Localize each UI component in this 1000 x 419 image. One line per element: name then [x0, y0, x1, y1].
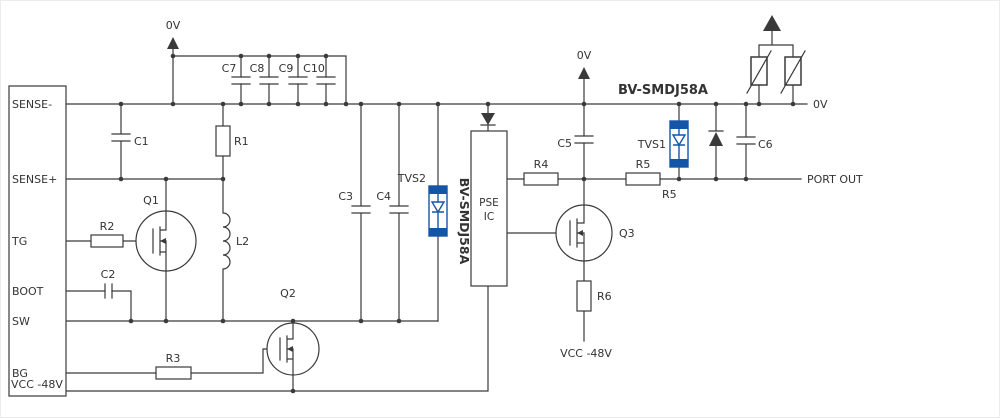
capacitor-c6: C6 [736, 103, 773, 180]
wire-vcc-rail [65, 285, 489, 392]
pin-vcc-48v: VCC -48V [11, 378, 63, 391]
label-part-tvs1: BV-SMDJ58A [618, 83, 708, 98]
capacitor-c2: C2 [101, 268, 116, 299]
mosfet-arrow-icon [287, 346, 293, 352]
pin-sw: SW [12, 315, 30, 328]
wire-top-rail [172, 55, 347, 105]
resistor-r2: R2 [90, 220, 124, 248]
label-0v-mid: 0V [577, 49, 592, 62]
label-pse-line1: PSE [479, 197, 499, 209]
label-tvs2: TVS2 [397, 172, 426, 185]
input-diode-icon [481, 113, 495, 125]
label-c5: C5 [557, 137, 572, 150]
label-c7: C7 [222, 62, 237, 75]
label-0v-topleft: 0V [166, 19, 181, 32]
pin-sense-plus: SENSE+ [12, 173, 57, 186]
label-r5-bottom: R5 [662, 188, 677, 201]
tvs-diode-tvs1: TVS1 BV-SMDJ58A [618, 83, 708, 180]
label-vcc-48v-mid: VCC -48V [560, 347, 612, 360]
cap-bank-c7-c10: C7 C8 C9 C10 [222, 55, 336, 105]
label-c3: C3 [338, 190, 353, 203]
pin-sense-minus: SENSE- [12, 98, 52, 111]
label-q1: Q1 [143, 194, 159, 207]
capacitor-c4: C4 [376, 103, 409, 322]
mosfet-q3: Q3 [555, 178, 635, 282]
ground-marker-mid: 0V [577, 49, 592, 105]
label-c8: C8 [250, 62, 265, 75]
diode-symbol-icon [709, 132, 723, 146]
tvs-diode-tvs2: TVS2 BV-SMDJ58A [397, 103, 472, 322]
mosfet-arrow-icon [160, 238, 166, 244]
label-r3: R3 [166, 352, 181, 365]
label-c10: C10 [303, 62, 325, 75]
label-c2: C2 [101, 268, 116, 281]
label-tvs1: TVS1 [637, 138, 666, 151]
capacitor-c3: C3 [338, 103, 371, 322]
label-c6: C6 [758, 138, 773, 151]
capacitor-c5: C5 [557, 103, 594, 180]
label-q2: Q2 [280, 287, 296, 300]
capacitor-c1: C1 [111, 103, 149, 180]
ground-marker-left: 0V [166, 19, 181, 49]
pin-bg: BG [12, 367, 28, 380]
junction-dots [118, 53, 796, 394]
pin-tg: TG [11, 235, 27, 248]
label-0v-right: 0V [813, 98, 828, 111]
resistor-r1: R1 [215, 103, 249, 180]
inductor-l2: L2 [222, 178, 249, 322]
label-part-tvs2: BV-SMDJ58A [457, 178, 472, 265]
label-r4: R4 [534, 158, 549, 171]
label-c1: C1 [134, 135, 149, 148]
label-l2: L2 [236, 235, 249, 248]
mosfet-q1: Q1 [135, 178, 197, 322]
label-r5-top: R5 [636, 158, 651, 171]
pin-boot: BOOT [12, 285, 44, 298]
zero-volt-arrow-icon [167, 37, 179, 49]
zero-volt-arrow-icon [578, 67, 590, 79]
label-r6: R6 [597, 290, 612, 303]
protection-diode [708, 103, 724, 180]
surge-protectors [746, 15, 806, 105]
label-r2: R2 [100, 220, 115, 233]
label-pse-line2: IC [484, 211, 494, 223]
earth-arrow-icon [763, 15, 781, 31]
resistor-r5: R5 R5 [625, 158, 677, 201]
resistor-r6: R6 VCC -48V [560, 280, 612, 360]
label-port-out: PORT OUT [807, 173, 863, 186]
label-c9: C9 [279, 62, 294, 75]
pse-ic: PSE IC [470, 103, 508, 287]
controller-ic-box: SENSE- SENSE+ TG BOOT SW BG VCC -48V [8, 85, 67, 397]
label-c4: C4 [376, 190, 391, 203]
mosfet-q2: Q2 [266, 287, 320, 392]
resistor-r3: R3 [155, 352, 192, 380]
net-labels: 0V PORT OUT [807, 98, 863, 186]
tvs-diode-symbol-icon [671, 134, 687, 147]
label-r1: R1 [234, 135, 249, 148]
label-q3: Q3 [619, 227, 635, 240]
tvs-diode-symbol-icon [430, 201, 446, 214]
mosfet-arrow-icon [577, 230, 583, 236]
wire-boot [65, 290, 132, 322]
resistor-r4: R4 [523, 158, 559, 186]
